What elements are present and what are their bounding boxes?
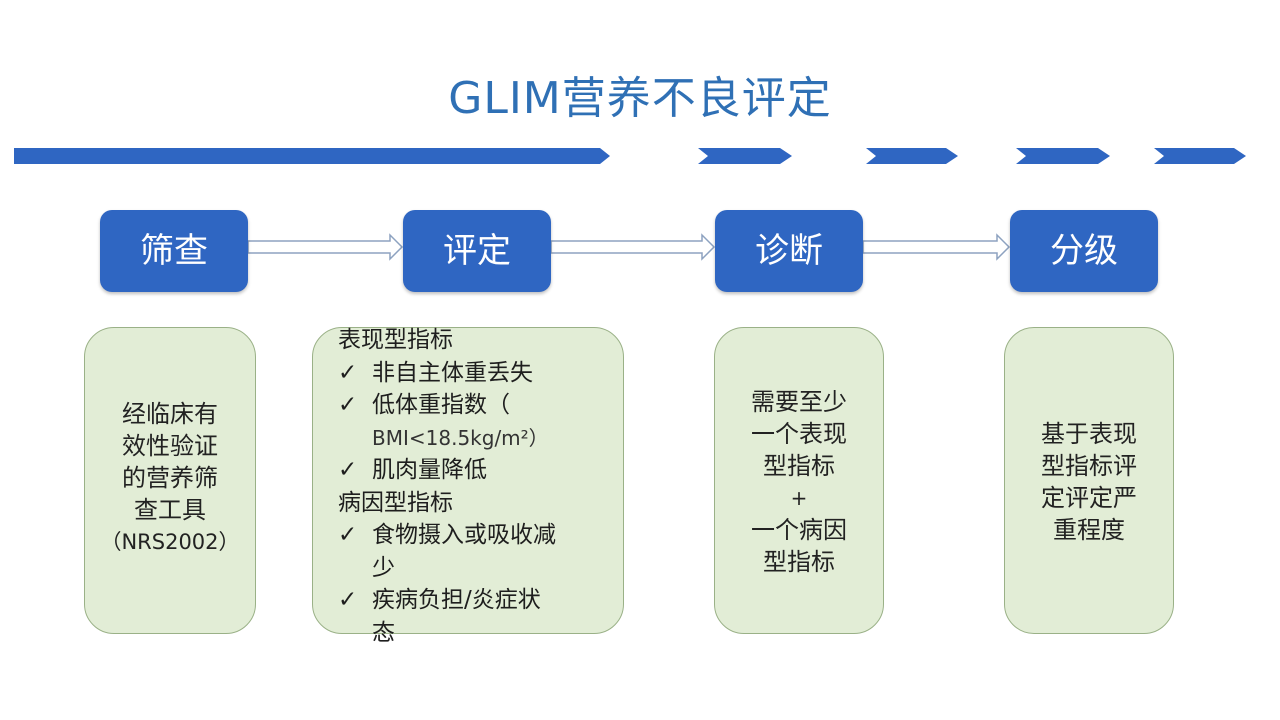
- screening-line: 的营养筛: [122, 464, 218, 492]
- divider-chevron-2: [866, 148, 958, 164]
- slide-title: GLIM营养不良评定: [448, 73, 832, 124]
- divider-chevron-1: [698, 148, 792, 164]
- etiology-item-continuation: 少: [372, 554, 395, 581]
- screening-line: 效性验证: [122, 432, 218, 460]
- step-assessment: 评定: [403, 210, 551, 292]
- arrow-screening-to-assessment: [247, 233, 404, 261]
- grading-line: 重程度: [1053, 516, 1125, 544]
- check-mark-icon: ✓: [338, 359, 358, 386]
- grading-text: 基于表现 型指标评 定评定严 重程度: [1005, 418, 1173, 546]
- diagnosis-line: +: [790, 486, 808, 510]
- check-mark-icon: ✓: [338, 587, 358, 613]
- phenotype-header: 表现型指标: [338, 327, 453, 353]
- divider-chevron-4: [1154, 148, 1246, 164]
- diagnosis-line: 一个病因: [751, 516, 847, 544]
- screening-line: 经临床有: [122, 400, 218, 428]
- arrow-assessment-to-diagnosis: [550, 233, 716, 261]
- divider-bar: [14, 148, 1246, 164]
- screening-text: 经临床有 效性验证 的营养筛 查工具 （NRS2002）: [85, 398, 255, 558]
- card-diagnosis: 需要至少 一个表现 型指标 + 一个病因 型指标: [714, 327, 884, 634]
- step-connectors: [247, 233, 1011, 261]
- grading-line: 基于表现: [1041, 420, 1137, 448]
- phenotype-item: ✓低体重指数（: [338, 389, 598, 422]
- etiology-item-continuation: 态: [372, 619, 395, 646]
- card-screening: 经临床有 效性验证 的营养筛 查工具 （NRS2002）: [84, 327, 256, 634]
- diagnosis-text: 需要至少 一个表现 型指标 + 一个病因 型指标: [715, 386, 883, 578]
- step-grading: 分级: [1010, 210, 1158, 292]
- etiology-header: 病因型指标: [338, 489, 453, 516]
- check-mark-icon: ✓: [338, 522, 358, 548]
- etiology-item: ✓食物摄入或吸收减: [338, 519, 598, 552]
- step-diagnosis: 诊断: [715, 210, 863, 292]
- grading-line: 定评定严: [1041, 484, 1137, 512]
- divider-chevron-3: [1016, 148, 1110, 164]
- screening-line: （NRS2002）: [100, 530, 240, 554]
- check-mark-icon: ✓: [338, 457, 358, 483]
- diagnosis-line: 型指标: [763, 548, 835, 576]
- phenotype-item: ✓非自主体重丢失: [338, 357, 598, 390]
- diagnosis-line: 一个表现: [751, 420, 847, 448]
- phenotype-item: ✓肌肉量降低: [338, 454, 598, 487]
- check-mark-icon: ✓: [338, 392, 358, 418]
- card-assessment: [312, 327, 624, 634]
- step-screening: 筛查: [100, 210, 248, 292]
- etiology-item: ✓疾病负担/炎症状: [338, 584, 598, 617]
- grading-line: 型指标评: [1041, 452, 1137, 480]
- diagnosis-line: 需要至少: [751, 388, 847, 416]
- phenotype-item-continuation: BMI<18.5kg/m²）: [372, 425, 549, 450]
- arrow-diagnosis-to-grading: [862, 233, 1011, 261]
- screening-line: 查工具: [134, 496, 206, 524]
- divider-main-segment: [14, 148, 610, 164]
- assessment-text: 表现型指标 ✓非自主体重丢失 ✓低体重指数（ BMI<18.5kg/m²） ✓肌…: [338, 324, 598, 649]
- card-grading: 基于表现 型指标评 定评定严 重程度: [1004, 327, 1174, 634]
- diagnosis-line: 型指标: [763, 452, 835, 480]
